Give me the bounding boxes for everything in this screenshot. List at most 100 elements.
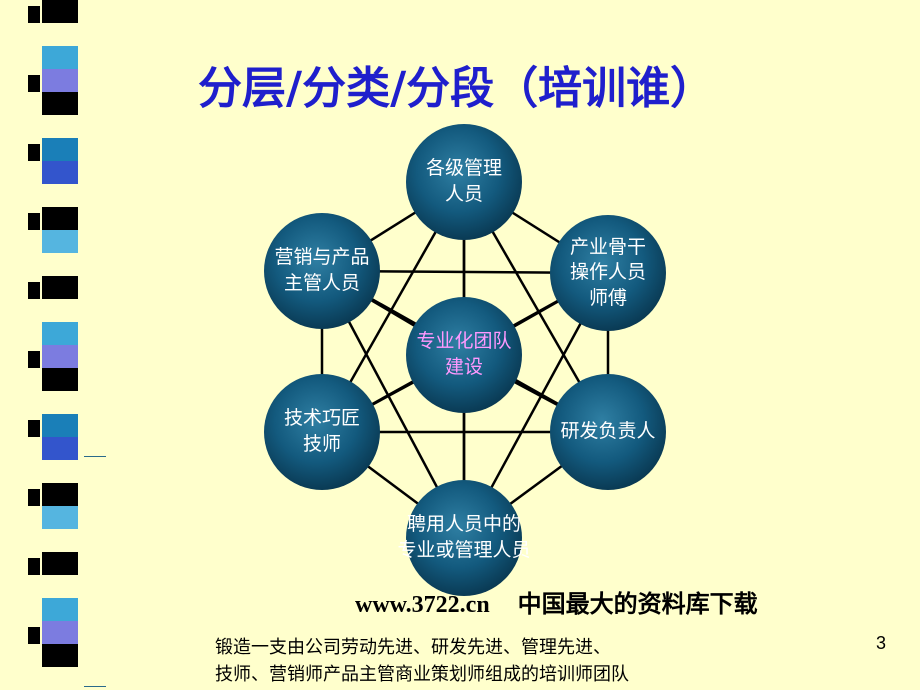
stripe-block [42, 598, 78, 621]
node-label-line: 研发负责人 [560, 420, 656, 443]
node-label-backbone: 产业骨干操作人员师傅 [533, 235, 683, 312]
stripe-block [28, 420, 40, 437]
stripe-block [28, 512, 40, 529]
stripe-block [42, 92, 78, 115]
watermark-url: www.3722.cn [355, 592, 490, 618]
stripe-block [28, 75, 40, 92]
stripe-block [42, 575, 78, 598]
stripe-block [42, 506, 78, 529]
node-label-mgmt: 各级管理人员 [389, 156, 539, 207]
watermark-line: www.3722.cn 中国最大的资料库下载 [355, 584, 758, 619]
stripe-block [42, 115, 78, 138]
stripe-block [28, 236, 40, 253]
stripe-block [28, 29, 40, 46]
stripe-block [28, 190, 40, 207]
stripe-block [42, 368, 78, 391]
page-number: 3 [876, 633, 887, 653]
stripe-block [42, 483, 78, 506]
node-label-line: 专业或管理人员 [397, 538, 531, 561]
stripe-block [42, 621, 78, 644]
stripe-block [28, 535, 40, 552]
stripe-block [28, 397, 40, 414]
stripe-block [28, 604, 40, 621]
slide-title: 分层/分类/分段（培训谁） [198, 63, 715, 114]
node-label-rd: 研发负责人 [533, 419, 683, 445]
node-circle-rd [550, 374, 666, 490]
caption-line-1: 锻造一支由公司劳动先进、研发先进、管理先进、 [215, 637, 611, 658]
stripe-block [42, 184, 78, 207]
stripe-tick-mark [84, 456, 106, 457]
node-circle-mgmt [406, 124, 522, 240]
stripe-block [42, 322, 78, 345]
stripe-block [28, 282, 40, 299]
node-label-line: 聘用人员中的 [406, 513, 521, 536]
stripe-block [28, 489, 40, 506]
stripe-block [42, 414, 78, 437]
node-label-line: 主管人员 [283, 271, 360, 294]
team-structure-diagram: 各级管理人员产业骨干操作人员师傅研发负责人聘用人员中的专业或管理人员 技术巧匠技师… [240, 120, 700, 610]
node-label-line: 建设 [444, 355, 483, 378]
stripe-block [28, 328, 40, 345]
stripe-block [28, 443, 40, 460]
stripe-block [28, 6, 40, 23]
node-circle-marketing [264, 213, 380, 329]
stripe-block [42, 345, 78, 368]
stripe-block [28, 259, 40, 276]
node-label-line: 技术巧匠 [283, 407, 360, 430]
stripe-block [42, 23, 78, 46]
stripe-block [28, 167, 40, 184]
stripe-block [42, 460, 78, 483]
stripe-block [42, 69, 78, 92]
stripe-block [42, 0, 78, 23]
stripe-block [28, 558, 40, 575]
stripe-block [28, 121, 40, 138]
stripe-block [42, 299, 78, 322]
diagram-graphic [264, 124, 666, 596]
node-circle-tech [264, 374, 380, 490]
node-label-hired: 聘用人员中的专业或管理人员 [389, 512, 539, 563]
node-label-line: 产业骨干 [569, 235, 646, 258]
stripe-block [42, 437, 78, 460]
stripe-block [42, 46, 78, 69]
node-label-line: 操作人员 [569, 261, 646, 284]
node-label-line: 专业化团队 [416, 330, 512, 353]
stripe-block [42, 253, 78, 276]
stripe-block [28, 374, 40, 391]
node-circle-center [406, 297, 522, 413]
caption: 锻造一支由公司劳动先进、研发先进、管理先进、 技师、营销师产品主管商业策划师组成… [215, 634, 629, 688]
stripe-block [42, 161, 78, 184]
decorative-side-stripe [28, 0, 78, 690]
node-label-marketing: 营销与产品主管人员 [247, 245, 397, 296]
node-label-line: 人员 [444, 182, 483, 205]
caption-line-2: 技师、营销师产品主管商业策划师组成的培训师团队 [215, 664, 629, 685]
node-label-tech: 技术巧匠技师 [247, 406, 397, 457]
stripe-block [42, 667, 78, 690]
stripe-block [28, 305, 40, 322]
node-label-line: 营销与产品 [274, 246, 370, 269]
stripe-block [42, 644, 78, 667]
stripe-block [28, 650, 40, 667]
watermark-text: 中国最大的资料库下载 [517, 592, 758, 618]
node-label-center: 专业化团队建设 [389, 329, 539, 380]
stripe-block [28, 627, 40, 644]
stripe-block [42, 552, 78, 575]
node-label-line: 各级管理 [425, 157, 502, 180]
stripe-block [28, 673, 40, 690]
stripe-block [28, 98, 40, 115]
stripe-block [28, 351, 40, 368]
node-circle-hired [406, 480, 522, 596]
node-circle-backbone [550, 215, 666, 331]
stripe-block [28, 144, 40, 161]
stripe-block [28, 52, 40, 69]
stripe-block [42, 207, 78, 230]
stripe-block [42, 276, 78, 299]
stripe-block [28, 466, 40, 483]
stripe-tick-mark [84, 686, 106, 687]
stripe-block [42, 230, 78, 253]
node-label-line: 师傅 [588, 286, 627, 309]
stripe-block [28, 213, 40, 230]
node-label-line: 技师 [302, 432, 341, 455]
stripe-block [42, 391, 78, 414]
stripe-block [42, 138, 78, 161]
stripe-block [28, 581, 40, 598]
